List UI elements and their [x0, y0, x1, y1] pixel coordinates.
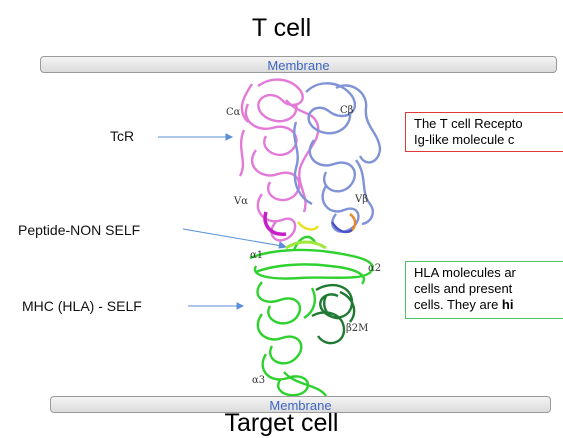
tcr-alpha-chain [238, 78, 320, 242]
label-peptide: Peptide-NON SELF [18, 222, 141, 238]
membrane-bottom: Membrane [50, 396, 551, 413]
label-c-beta: Cβ [340, 105, 354, 116]
hla-heavy-chain [249, 235, 374, 397]
hla-note-line3: cells. They are hi [414, 297, 514, 312]
label-alpha3: α3 [252, 375, 266, 386]
label-b2m: β2M [346, 323, 369, 334]
membrane-top: Membrane [40, 56, 557, 73]
label-tcr: TcR [110, 128, 135, 144]
tcr-note-box: The T cell Recepto Ig-like molecule c [405, 112, 563, 152]
b2m-chain [311, 283, 356, 345]
hla-note-line1: HLA molecules ar [414, 265, 516, 280]
cdr-alpha-loop [263, 211, 287, 236]
hla-note-line2: cells and present [414, 281, 513, 296]
title-t-cell: T cell [251, 14, 312, 42]
tcr-note-line1: The T cell Recepto [414, 116, 523, 131]
label-v-beta: Vβ [355, 194, 369, 205]
hla-note-bold: hi [501, 297, 514, 312]
label-alpha1: α1 [250, 250, 264, 261]
label-c-alpha: Cα [226, 107, 241, 118]
label-v-alpha: Vα [234, 196, 248, 207]
tcr-note-line2: Ig-like molecule c [414, 132, 515, 147]
title-target-cell: Target cell [224, 409, 339, 437]
label-mhc: MHC (HLA) - SELF [22, 298, 142, 314]
pointer-arrows [158, 133, 288, 310]
peptide [285, 240, 327, 250]
label-alpha2: α2 [368, 263, 382, 274]
tcr-beta-chain [293, 82, 382, 233]
hla-note-box: HLA molecules ar cells and present cells… [405, 261, 563, 319]
